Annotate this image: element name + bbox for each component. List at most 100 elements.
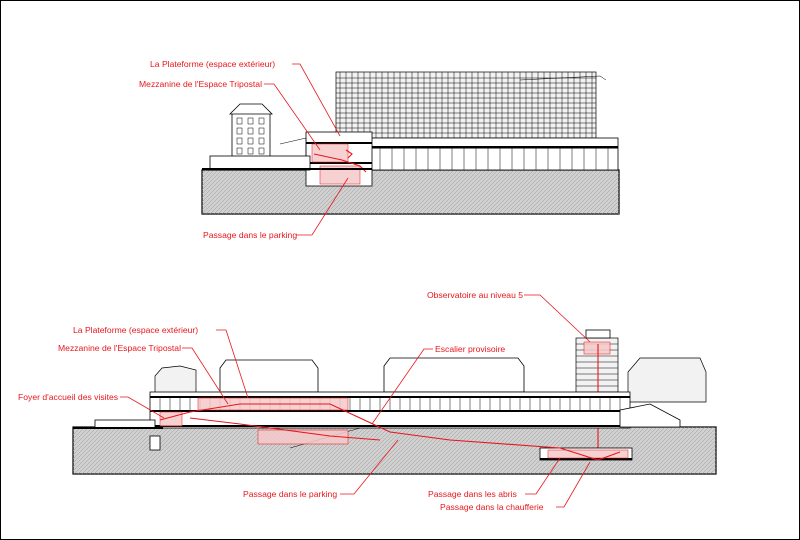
hatch-line [421, 427, 470, 474]
hatch-line [201, 427, 250, 474]
hatch-line [645, 427, 694, 474]
hatch-line [641, 427, 690, 474]
hatch-line [417, 427, 466, 474]
hatch-line [449, 170, 495, 214]
hatch-line [625, 427, 674, 474]
hatch-line [661, 427, 710, 474]
hatch-line [613, 427, 662, 474]
hatch-line [653, 427, 702, 474]
hatch-line [549, 170, 595, 214]
hatch-line [657, 427, 706, 474]
hatch-line [489, 427, 538, 474]
station-hall-top [369, 137, 619, 171]
hatch-line [537, 170, 583, 214]
street-structure-top [209, 155, 311, 171]
window [236, 147, 243, 155]
hatch-line [317, 427, 366, 474]
hatch-line [105, 427, 154, 474]
hatch-line [177, 427, 226, 474]
hatch-line [373, 170, 419, 214]
hatch-line [202, 170, 247, 214]
abris-slab [540, 458, 632, 460]
hatch-line [357, 170, 403, 214]
hatch-line [253, 170, 299, 214]
hatch-line [613, 208, 619, 214]
hatch-line [333, 427, 382, 474]
hatch-line [73, 427, 110, 464]
visit-route-bottom [159, 403, 621, 461]
hatch-line [469, 170, 515, 214]
hatch-line [569, 170, 615, 214]
hatch-line [149, 427, 198, 474]
leader-plateforme-top [292, 63, 341, 137]
hatch-line [401, 427, 450, 474]
label-plateforme-bottom: La Plateforme (espace extérieur) [73, 325, 198, 335]
hatch-line [229, 170, 275, 214]
hatch-line [713, 471, 716, 474]
hatch-line [461, 170, 507, 214]
observatory-zone [583, 341, 611, 355]
tower-roof-canopy [519, 75, 607, 81]
station-slab-top [370, 146, 618, 149]
hatch-line [509, 170, 555, 214]
window [258, 147, 265, 155]
hatch-line [202, 170, 243, 211]
hatch-line [529, 170, 575, 214]
tower-facade-grid [336, 72, 596, 138]
hatch-line [202, 170, 235, 203]
hatch-line [261, 170, 307, 214]
bg-building-right [383, 357, 525, 393]
hatch-line [689, 447, 716, 474]
window [236, 137, 243, 145]
basement-left [149, 435, 161, 451]
hatch-line [109, 427, 158, 474]
hatch-line [433, 427, 482, 474]
leader-parking-top [296, 177, 349, 236]
hatch-line [137, 427, 186, 474]
hatch-line [73, 427, 118, 472]
hatch-line [437, 427, 486, 474]
hatch-line [413, 427, 462, 474]
hatch-line [477, 427, 526, 474]
hatch-line [445, 427, 494, 474]
hatch-line [73, 427, 94, 448]
hatch-line [245, 170, 291, 214]
hatch-line [441, 170, 487, 214]
label-chaufferie: Passage dans la chaufferie [440, 502, 544, 512]
hatch-line [401, 170, 447, 214]
hatch-line [197, 427, 246, 474]
hatch-line [493, 170, 539, 214]
hatch-line [81, 427, 130, 474]
hatch-line [173, 427, 222, 474]
hatch-line [693, 451, 716, 474]
hatch-line [73, 427, 102, 456]
hatch-line [677, 435, 716, 474]
hatch-line [73, 427, 98, 452]
hatch-line [601, 196, 619, 214]
hatch-line [73, 427, 82, 436]
hatch-line [609, 427, 658, 474]
hatch-line [477, 170, 523, 214]
leader-abris [525, 457, 561, 495]
leader-mezzanine-top [264, 83, 321, 151]
hatch-line [413, 170, 459, 214]
hatch-line [325, 427, 374, 474]
hatch-line [265, 170, 311, 214]
hatch-line [513, 170, 559, 214]
hatch-line [389, 427, 438, 474]
label-parking-top: Passage dans le parking [203, 230, 297, 240]
hatch-line [381, 427, 430, 474]
hatch-line [241, 170, 287, 214]
hatch-line [225, 170, 271, 214]
hatch-line [217, 427, 266, 474]
foyer-slab [73, 427, 163, 429]
hatch-line [381, 170, 427, 214]
hatch-line [453, 427, 502, 474]
window [247, 127, 254, 135]
hatch-line [437, 170, 483, 214]
abris-zone [547, 449, 629, 459]
hatch-line [217, 170, 263, 214]
hatch-line [113, 427, 162, 474]
hatch-line [205, 170, 251, 214]
hatch-line [89, 427, 138, 474]
